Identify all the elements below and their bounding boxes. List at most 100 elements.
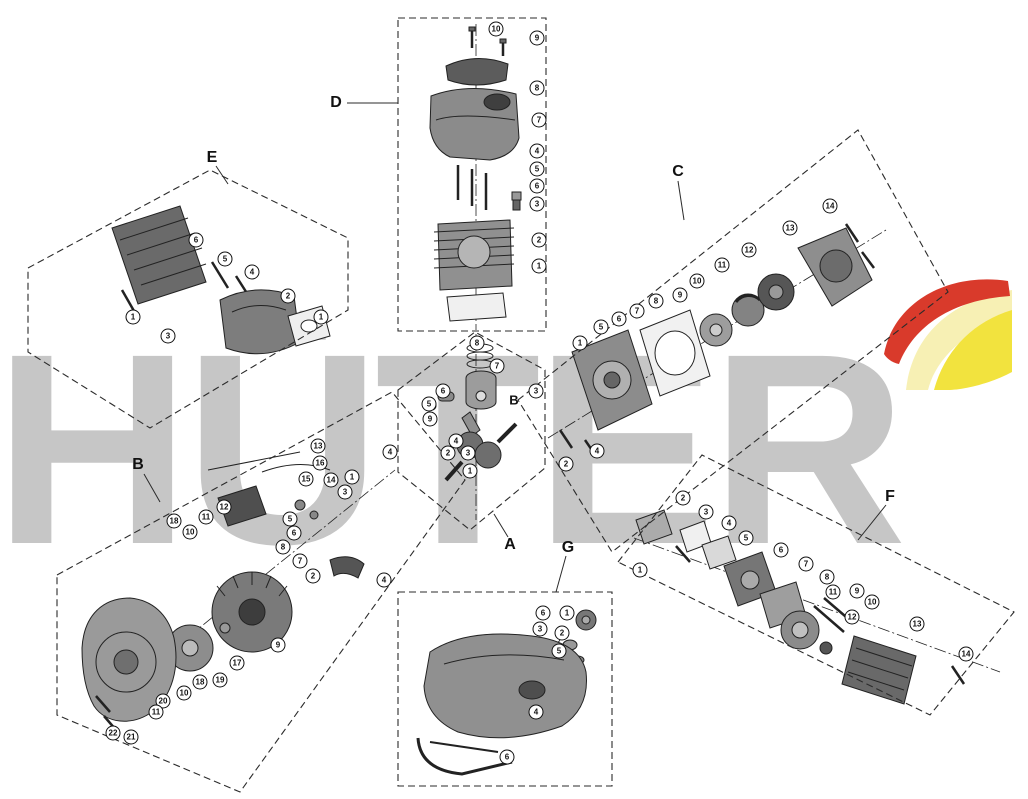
part-callout-B-2: 2 bbox=[305, 568, 321, 584]
part-callout-C-2: 2 bbox=[558, 456, 574, 472]
part-callout-G-4: 4 bbox=[528, 704, 544, 720]
part-callout-C-8: 8 bbox=[648, 293, 664, 309]
part-callout-B-4: 4 bbox=[376, 572, 392, 588]
part-callout-B-8: 8 bbox=[275, 539, 291, 555]
part-callout-B-14: 14 bbox=[323, 472, 339, 488]
part-callout-D-4: 4 bbox=[529, 143, 545, 159]
part-callout-C-13: 13 bbox=[782, 220, 798, 236]
part-callout-B-6: 6 bbox=[286, 525, 302, 541]
part-callout-F-2: 2 bbox=[675, 490, 691, 506]
section-G-art-fuel-tank bbox=[416, 609, 597, 776]
part-callout-A-1: 1 bbox=[462, 463, 478, 479]
part-callout-B-5: 5 bbox=[282, 511, 298, 527]
section-leader-G bbox=[555, 555, 567, 593]
part-callout-C-4: 4 bbox=[589, 443, 605, 459]
section-leader-A bbox=[493, 513, 509, 538]
part-callout-E-2: 2 bbox=[280, 288, 296, 304]
part-callout-D-9: 9 bbox=[529, 30, 545, 46]
part-callout-F-4: 4 bbox=[721, 515, 737, 531]
section-boundary-A bbox=[397, 331, 546, 531]
part-callout-B-3: 3 bbox=[337, 484, 353, 500]
part-callout-B-10: 10 bbox=[182, 524, 198, 540]
part-callout-F-5: 5 bbox=[738, 530, 754, 546]
part-callout-C-7: 7 bbox=[629, 303, 645, 319]
part-callout-C-9: 9 bbox=[672, 287, 688, 303]
part-callout-F-7: 7 bbox=[798, 556, 814, 572]
part-callout-F-12: 12 bbox=[844, 609, 860, 625]
section-boundary-G bbox=[397, 591, 613, 787]
part-callout-F-6: 6 bbox=[773, 542, 789, 558]
part-callout-C-5: 5 bbox=[593, 319, 609, 335]
part-callout-D-8: 8 bbox=[529, 80, 545, 96]
part-callout-E-3: 3 bbox=[160, 328, 176, 344]
part-callout-F-9: 9 bbox=[849, 583, 865, 599]
part-callout-F-14: 14 bbox=[958, 646, 974, 662]
section-label-A: A bbox=[504, 536, 516, 553]
parts-artwork bbox=[81, 24, 1001, 776]
part-callout-B-12: 12 bbox=[216, 499, 232, 515]
section-F-art-carburetor-airfilter bbox=[633, 509, 1001, 705]
section-A-art-piston-crankshaft bbox=[427, 334, 518, 520]
part-callout-G-5: 5 bbox=[551, 643, 567, 659]
part-callout-D-10: 10 bbox=[488, 21, 504, 37]
part-callout-B-18: 18 bbox=[192, 674, 208, 690]
part-callout-B-7: 7 bbox=[292, 553, 308, 569]
part-callout-C-14: 14 bbox=[822, 198, 838, 214]
section-leader-E bbox=[215, 165, 229, 185]
part-callout-F-3: 3 bbox=[698, 504, 714, 520]
section-leader-B bbox=[143, 473, 161, 503]
part-callout-F-1: 1 bbox=[632, 562, 648, 578]
part-callout-E-1: 1 bbox=[125, 309, 141, 325]
section-D-art-cover-cylinder bbox=[429, 24, 522, 330]
part-callout-B-16: 16 bbox=[312, 455, 328, 471]
part-callout-C-1: 1 bbox=[572, 335, 588, 351]
section-boundary-C bbox=[517, 129, 949, 553]
part-callout-A-2: 2 bbox=[440, 445, 456, 461]
part-callout-C-10: 10 bbox=[689, 273, 705, 289]
part-callout-B-11: 11 bbox=[198, 509, 214, 525]
piston-art bbox=[465, 370, 497, 410]
part-callout-B-21: 21 bbox=[123, 729, 139, 745]
part-callout-D-3: 3 bbox=[529, 196, 545, 212]
section-label-C: C bbox=[672, 163, 684, 180]
part-callout-B-15: 15 bbox=[298, 471, 314, 487]
section-E-art-muffler bbox=[111, 205, 331, 355]
part-callout-E-6: 6 bbox=[188, 232, 204, 248]
part-callout-B-9: 9 bbox=[270, 637, 286, 653]
starter-housing-art bbox=[81, 597, 177, 722]
part-callout-B-19: 19 bbox=[212, 672, 228, 688]
clutch-shoes-art bbox=[731, 293, 765, 327]
part-callout-G-6: 6 bbox=[499, 749, 515, 765]
part-callout-G-3: 3 bbox=[532, 621, 548, 637]
part-callout-A-8: 8 bbox=[469, 335, 485, 351]
section-leader-F bbox=[857, 504, 887, 541]
part-callout-A-4: 4 bbox=[448, 433, 464, 449]
section-boundaries bbox=[27, 17, 1015, 793]
part-callout-E-4: 4 bbox=[244, 264, 260, 280]
starter-handle-art bbox=[329, 556, 365, 579]
part-callout-B-22: 22 bbox=[105, 725, 121, 741]
flywheel-art bbox=[211, 571, 293, 653]
bracket-plate-art bbox=[635, 509, 673, 545]
part-callout-B-1: 1 bbox=[344, 469, 360, 485]
part-callout-A-7: 7 bbox=[489, 358, 505, 374]
part-callout-D-6: 6 bbox=[529, 178, 545, 194]
part-callout-D-7: 7 bbox=[531, 112, 547, 128]
cylinder-art bbox=[433, 219, 515, 291]
section-leader-C bbox=[677, 180, 685, 221]
spark-plug-art bbox=[511, 191, 522, 211]
section-label-D: D bbox=[330, 94, 342, 111]
part-callout-D-5: 5 bbox=[529, 161, 545, 177]
part-callout-B-18: 18 bbox=[166, 513, 182, 529]
tank-guard-art bbox=[416, 737, 513, 776]
section-label-G: G bbox=[561, 539, 575, 556]
part-callout-E-5: 5 bbox=[217, 251, 233, 267]
part-callout-D-2: 2 bbox=[531, 232, 547, 248]
part-callout-A-3: 3 bbox=[460, 445, 476, 461]
part-callout-C-12: 12 bbox=[741, 242, 757, 258]
part-callout-B-10: 10 bbox=[176, 685, 192, 701]
part-callout-B-11: 11 bbox=[148, 704, 164, 720]
